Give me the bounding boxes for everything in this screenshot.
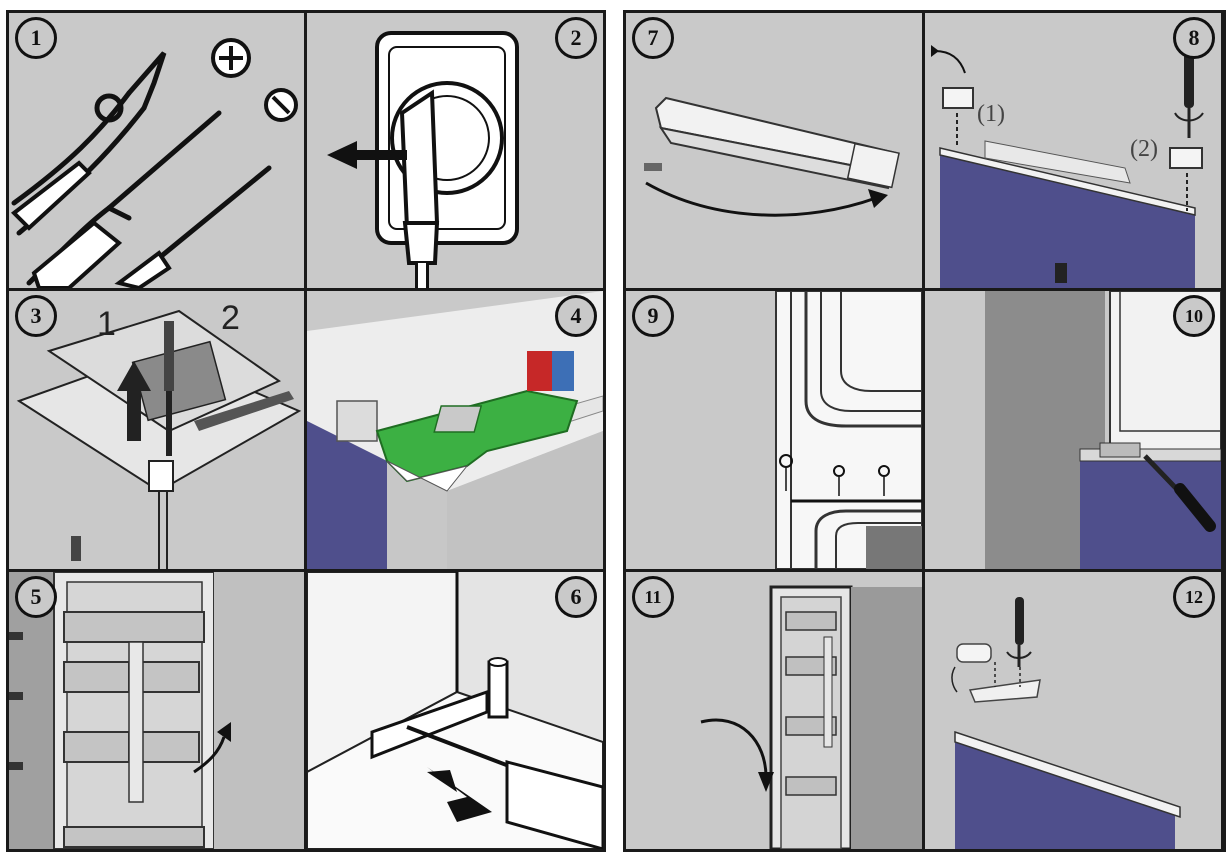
door-removal-illustration [700,585,922,849]
step-4-panel: 4 [307,291,603,569]
step-number-9: 9 [632,295,674,337]
hinge-caps-illustration [931,45,1204,288]
step-8-label-2: (2) [1130,136,1158,162]
step-number-8: 8 [1173,17,1215,59]
step-8-panel: (1) (2) 8 [925,13,1221,288]
step-number-7: 7 [632,17,674,59]
step-3-panel: 1 2 3 [9,291,304,569]
step-number-4: 4 [555,295,597,337]
door-hinge-screwdriver-illustration [985,291,1221,569]
step-9-panel: 9 [626,291,922,569]
step-number-2: 2 [555,17,597,59]
step-6-panel: 6 [307,572,603,849]
door-shelves-illustration [9,572,304,849]
step-number-3: 3 [15,295,57,337]
step-5-panel: 5 [9,572,304,849]
step-3-label-1: 1 [97,305,116,343]
step-number-11: 11 [632,576,674,618]
unplug-illustration [327,31,519,288]
step-2-panel: 2 [307,13,603,288]
step-number-12: 12 [1173,576,1215,618]
top-cover-illustration [16,309,302,569]
step-1-panel: 1 [9,13,304,288]
hinge-bracket-illustration [307,291,603,569]
tools-illustration [10,38,298,288]
step-number-10: 10 [1173,295,1215,337]
step-number-1: 1 [15,17,57,59]
hinge-reinstall-illustration [951,597,1181,849]
step-3-label-2: 2 [221,299,240,337]
step-7-panel: 7 [626,13,922,288]
step-number-5: 5 [15,576,57,618]
step-11-panel: 11 [626,572,922,849]
top-trim-illustration [644,96,900,217]
step-number-6: 6 [555,576,597,618]
step-12-panel: 12 [925,572,1221,849]
step-10-panel: 10 [925,291,1221,569]
hinge-pin-illustration [307,572,603,849]
door-screws-illustration [775,291,922,569]
step-8-label-1: (1) [977,101,1005,127]
instruction-group-right: 7 (1) (2) 8 [623,10,1226,852]
instruction-group-left: 1 2 1 2 [6,10,606,852]
